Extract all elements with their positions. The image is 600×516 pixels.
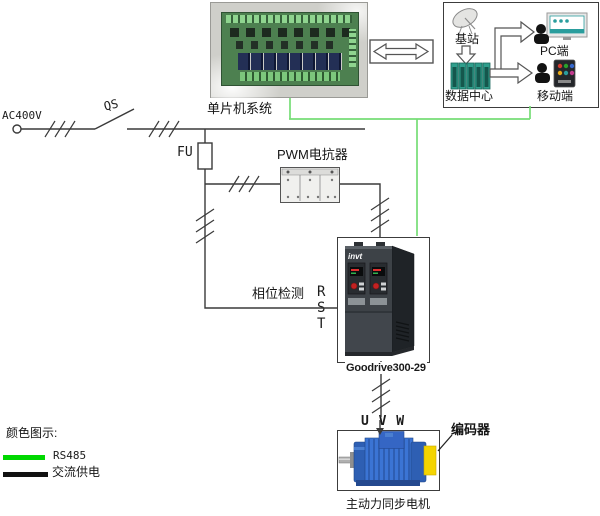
encoder-block [423, 445, 437, 476]
encoder-pointer-line [437, 434, 453, 452]
base-station-label: 基站 [455, 32, 480, 46]
breaker-label: QS [102, 96, 120, 114]
legend-swatch-ac [3, 472, 48, 477]
double-arrow-icon [369, 39, 434, 64]
elbow-arrow-icon [494, 20, 535, 74]
mobile-terminal-label: 移动端 [537, 89, 574, 103]
down-arrow-icon [455, 45, 477, 65]
pc-terminal-label: PC端 [540, 44, 569, 58]
fuse-icon [197, 142, 213, 170]
breaker-switch-icon [94, 108, 135, 130]
source-label: AC400V [2, 109, 42, 122]
phase-r-label: R [317, 284, 326, 300]
inverter-photo: invt [345, 242, 415, 356]
pcb-relay-row [238, 53, 342, 70]
inverter-keypad [369, 262, 388, 295]
encoder-label: 编码器 [451, 422, 491, 437]
pcb-chip-row [236, 41, 340, 49]
server-rack-icon [450, 62, 491, 90]
pcb-terminal-row [226, 15, 352, 23]
motor-photo [338, 431, 437, 486]
satellite-dish-icon [452, 8, 478, 35]
legend-swatch-rs485 [3, 455, 45, 460]
inverter-vents [395, 321, 410, 342]
pcb-board [221, 12, 359, 86]
mcu-label: 单片机系统 [207, 101, 273, 116]
phase-s-label: S [317, 300, 326, 316]
inverter-keypad [347, 262, 366, 295]
phase-detection-label: 相位检测 [252, 286, 305, 301]
pcb-terminal-row [240, 72, 340, 81]
pcb-connector [349, 29, 356, 67]
pcb-chip-row [230, 28, 350, 37]
person-icon [535, 63, 550, 83]
legend-title: 颜色图示: [6, 426, 58, 440]
data-center-label: 数据中心 [445, 89, 494, 103]
right-arrow-icon [489, 61, 534, 85]
person-icon [534, 24, 549, 44]
inverter-brand-logo: invt [348, 252, 363, 261]
source-terminal-icon [12, 124, 22, 134]
remote-system-icons [450, 8, 588, 90]
smartphone-icon [553, 59, 576, 88]
output-phases-label: U V W [361, 414, 406, 429]
reactor-photo [280, 167, 340, 203]
legend-rs485-label: RS485 [53, 449, 87, 462]
monitor-icon [546, 12, 588, 40]
legend-ac-label: 交流供电 [52, 465, 101, 479]
motor-label: 主动力同步电机 [346, 497, 431, 511]
phase-t-label: T [317, 316, 326, 332]
fuse-label: FU [177, 145, 193, 160]
reactor-label: PWM电抗器 [277, 147, 348, 162]
inverter-model-label: Goodrive300-29 [345, 362, 427, 375]
mcu-board-photo [210, 2, 368, 99]
remote-system-box: 基站 数据中心 PC端 移动端 [443, 2, 599, 108]
